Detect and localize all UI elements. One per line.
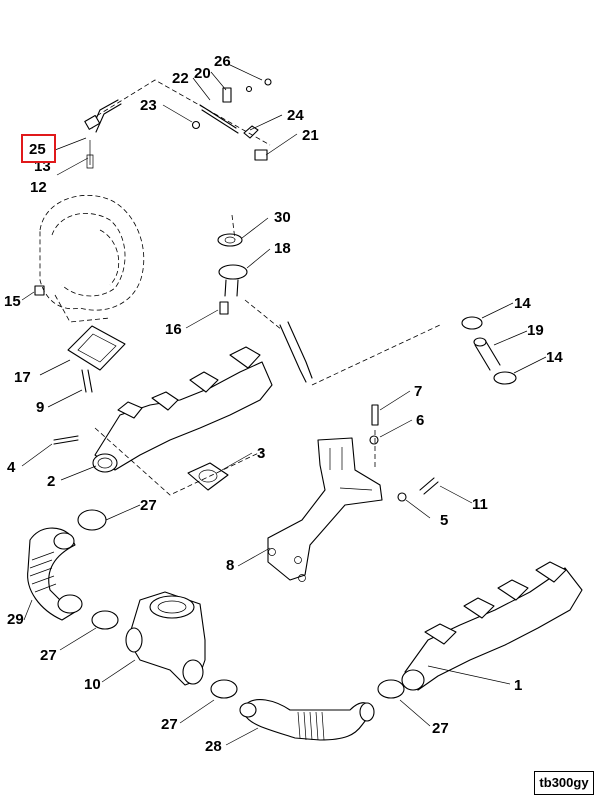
oil-supply-line (84, 78, 272, 169)
callout-2: 2 (47, 473, 55, 490)
callout-25: 25 (29, 141, 46, 158)
callout-10: 10 (84, 676, 101, 693)
callout-1: 1 (514, 677, 522, 694)
callout-3: 3 (257, 445, 265, 462)
callout-27-left: 27 (40, 647, 57, 664)
exhaust-manifold-rear (401, 561, 583, 691)
callout-27-bottom: 27 (161, 716, 178, 733)
callout-24: 24 (287, 107, 304, 124)
callout-11: 11 (472, 496, 488, 513)
callout-14-upper: 14 (514, 295, 531, 312)
callout-18: 18 (274, 240, 291, 257)
callout-23: 23 (140, 97, 157, 114)
manifold-support-bracket (267, 404, 439, 582)
callout-12: 12 (30, 179, 47, 196)
callout-19: 19 (527, 322, 544, 339)
callout-20: 20 (194, 65, 211, 82)
callout-27-upper: 27 (140, 497, 157, 514)
callout-labels: 1 2 3 4 5 6 7 8 9 10 11 12 13 14 14 15 1… (4, 53, 563, 755)
callout-26: 26 (214, 53, 231, 70)
callout-29: 29 (7, 611, 24, 628)
callout-5: 5 (440, 512, 448, 529)
turbo-gasket (67, 325, 126, 393)
sleeve-clamp-set (461, 316, 517, 385)
manifold-gasket (94, 427, 266, 496)
callout-28: 28 (205, 738, 222, 755)
leader-lines (21, 63, 547, 746)
flex-pipe-left (27, 527, 83, 621)
callout-27-right: 27 (432, 720, 449, 737)
callout-6: 6 (416, 412, 424, 429)
callout-14-lower: 14 (546, 349, 563, 366)
callout-4: 4 (7, 459, 16, 476)
highlight-frame (21, 134, 56, 163)
figure-code-label: tb300gy (534, 771, 594, 795)
callout-7: 7 (414, 383, 422, 400)
callout-16: 16 (165, 321, 182, 338)
callout-9: 9 (36, 399, 44, 416)
callout-17: 17 (14, 369, 31, 386)
callout-21: 21 (302, 127, 319, 144)
callout-30: 30 (274, 209, 291, 226)
callout-22: 22 (172, 70, 189, 87)
callout-15: 15 (4, 293, 21, 310)
flange-and-tube (217, 214, 441, 386)
crossover-pipe (239, 699, 375, 741)
turbocharger-outline (34, 194, 145, 323)
exhaust-manifold-front (53, 346, 273, 473)
exhaust-elbow (125, 591, 206, 686)
callout-8: 8 (226, 557, 234, 574)
v-band-clamps (77, 509, 405, 699)
